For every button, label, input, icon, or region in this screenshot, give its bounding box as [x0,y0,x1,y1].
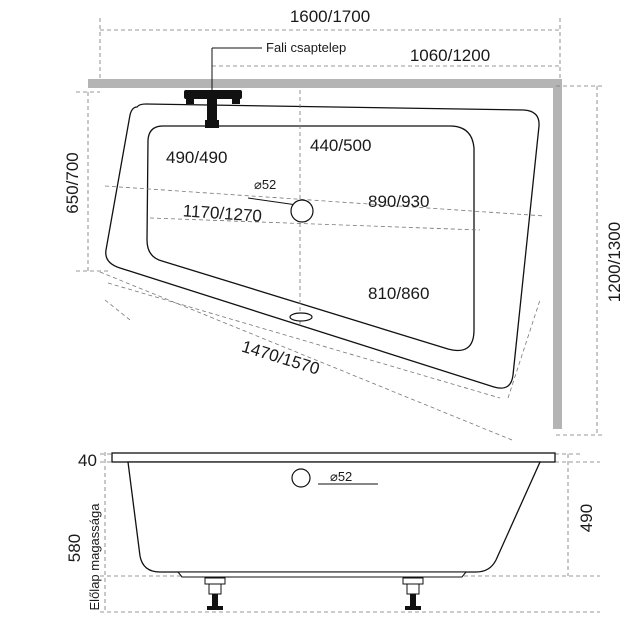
dim-front-length: 1470/1570 [239,337,321,379]
dim-right-height: 1200/1300 [605,222,624,302]
drain-label: ⌀52 [254,177,276,192]
tub-inner-basin [146,125,475,352]
dim-inner-a: 490/490 [166,148,227,167]
top-dimensions [99,18,561,92]
dim-side-height: 490 [577,504,596,532]
drain-icon [290,199,314,223]
side-dimensions [76,85,605,436]
dim-wall-length: 1060/1200 [410,46,490,65]
dim-top-width: 1600/1700 [290,7,370,26]
dim-inner-e: 810/860 [368,284,429,303]
leg-left-icon [204,577,226,610]
overflow-icon [289,312,313,322]
dim-front-height: 580 [65,534,84,562]
side-drain-label: ⌀52 [330,469,352,484]
dim-rim: 40 [78,451,97,470]
tub-rim-side [111,452,556,463]
panel-height-label: Előlap magassága [87,503,102,611]
wall-faucet-icon [184,90,242,128]
dim-left-height: 650/700 [63,152,82,213]
side-wall [553,79,562,429]
top-view-guides [99,90,546,441]
side-drain-icon [291,468,311,488]
tub-base-side [176,571,468,578]
side-view [100,452,600,613]
leg-right-icon [402,577,424,610]
dim-inner-b: 440/500 [310,136,371,155]
dim-inner-d: 890/930 [368,192,429,211]
rear-wall [88,79,556,88]
tub-body-side [127,461,542,573]
faucet-label: Fali csaptelep [266,40,346,55]
